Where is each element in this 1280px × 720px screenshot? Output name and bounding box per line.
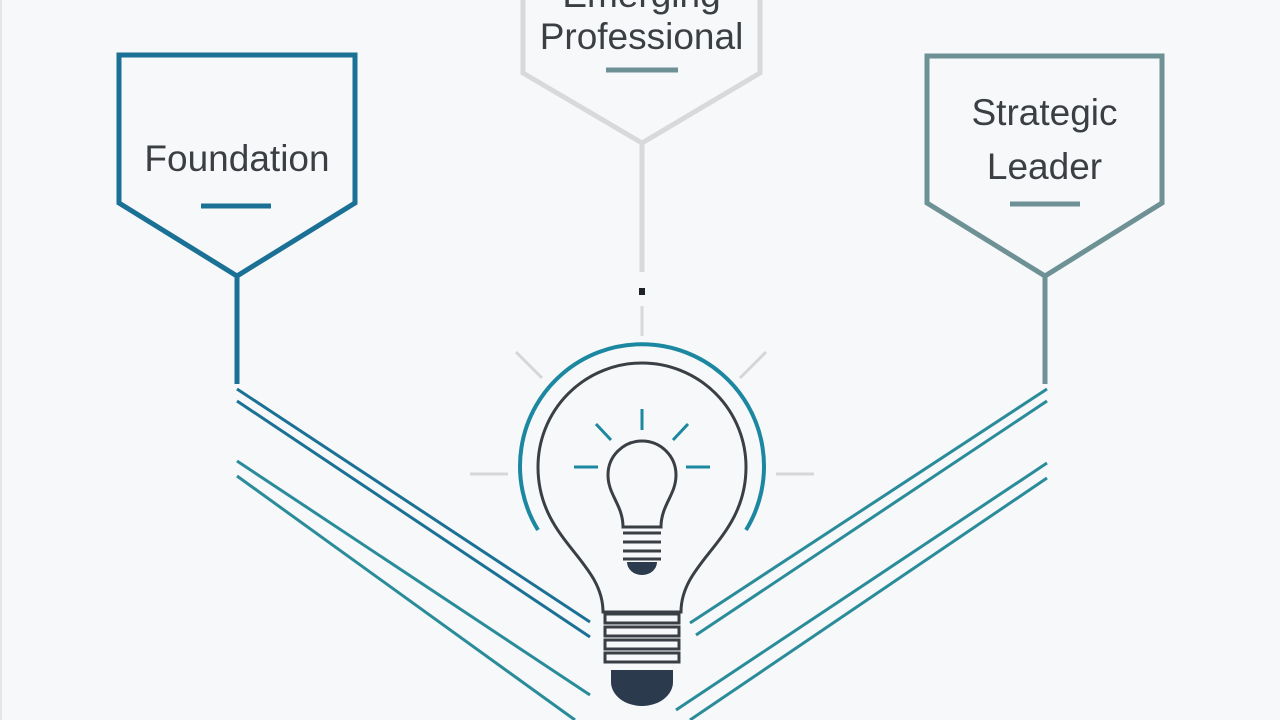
leader-label-line-1: Strategic xyxy=(971,92,1118,133)
strategic-leader-node xyxy=(675,53,1165,720)
slide-edge xyxy=(0,0,2,720)
leader-shield xyxy=(924,53,1165,279)
foundation-node xyxy=(116,52,591,720)
foundation-path-line-1 xyxy=(236,387,591,624)
bulb-ray-left-top xyxy=(514,350,544,380)
professional-label-line-2: Professional xyxy=(539,16,744,57)
strategic-leader-label: Strategic Leader xyxy=(927,86,1162,194)
lightbulb-icon xyxy=(470,342,814,706)
professional-label-line-1: Emerging xyxy=(523,0,760,16)
foundation-path-line-2 xyxy=(236,399,591,639)
bulb-base-band-1 xyxy=(603,612,681,625)
leader-path-line-3 xyxy=(675,461,1048,712)
professional-node xyxy=(520,0,763,336)
bulb-base-band-3 xyxy=(603,638,681,651)
idea-spark-icon xyxy=(574,409,710,575)
leader-label-line-2: Leader xyxy=(986,146,1103,187)
foundation-label: Foundation xyxy=(144,138,330,179)
bulb-cap xyxy=(611,670,673,706)
professional-connector-dot xyxy=(639,288,645,295)
leader-path-line-4 xyxy=(689,476,1048,720)
bulb-base-band-4 xyxy=(603,651,681,664)
bulb-ray-right-top xyxy=(738,350,768,380)
leader-path-line-2 xyxy=(695,399,1048,637)
bulb-base-band-2 xyxy=(603,625,681,638)
foundation-shield xyxy=(116,52,358,279)
professional-label: Emerging Professional xyxy=(523,0,760,58)
leader-path-line-1 xyxy=(689,387,1048,625)
bulb-glow-arc xyxy=(518,342,766,532)
foundation-path-line-3 xyxy=(236,459,591,697)
foundation-path-line-4 xyxy=(236,474,576,720)
